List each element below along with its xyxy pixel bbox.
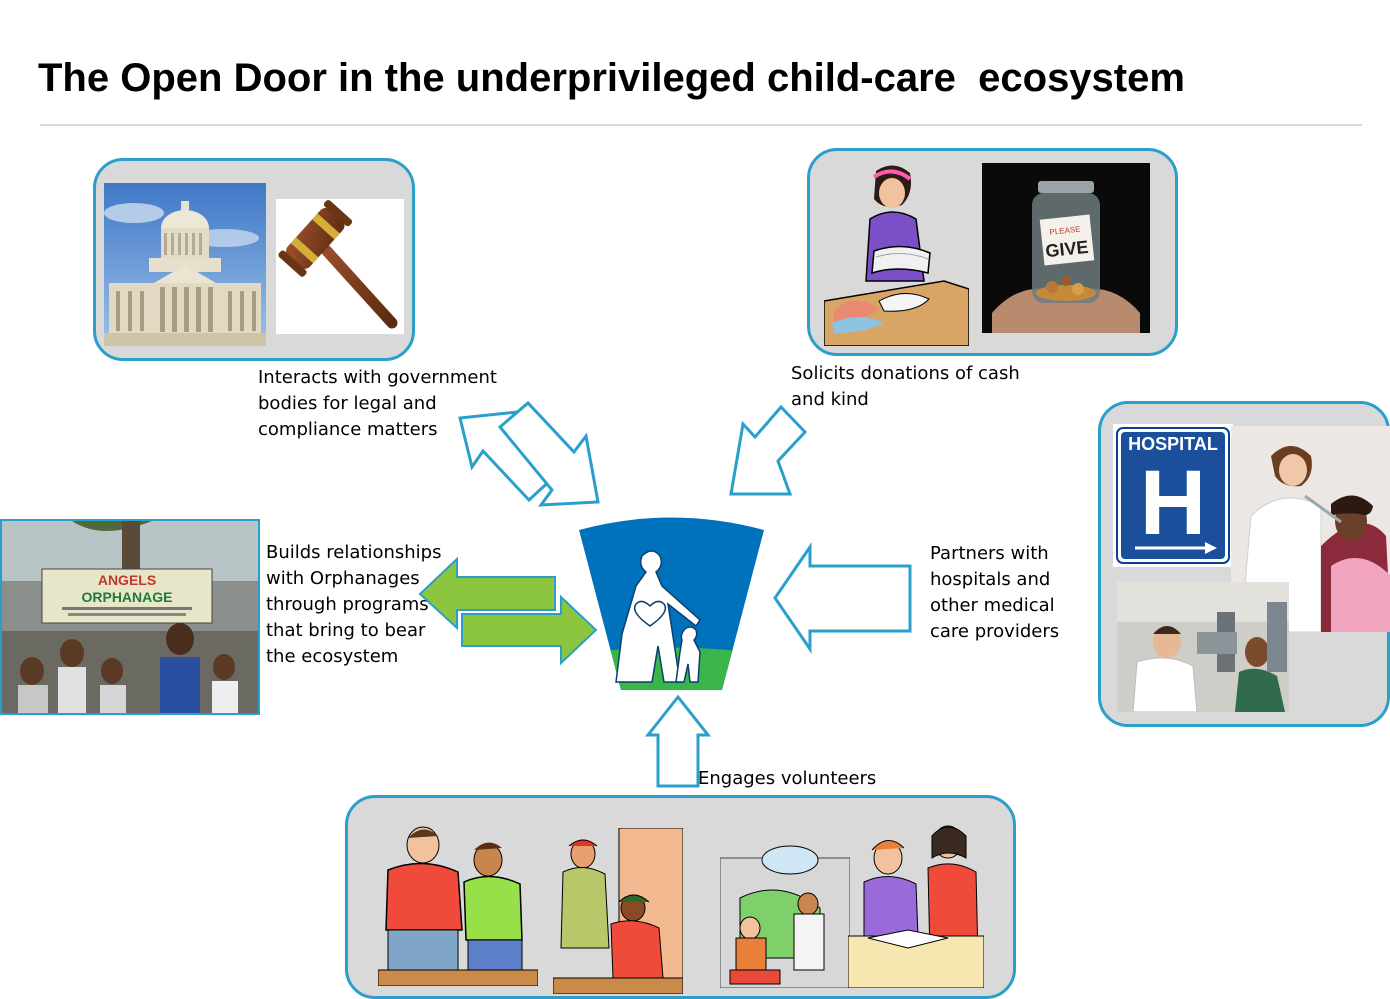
capitol-building-image xyxy=(104,183,266,346)
give-jar-image: PLEASE GIVE xyxy=(982,163,1150,333)
hospital-letter: H xyxy=(1140,452,1206,554)
give-jar-main-text: GIVE xyxy=(1045,237,1090,261)
hospital-sign-text: HOSPITAL xyxy=(1128,434,1218,454)
open-door-logo xyxy=(579,517,764,690)
arrow-from-hospitals xyxy=(773,542,912,654)
donations-panel: PLEASE GIVE xyxy=(807,148,1178,356)
orphanage-sign-line-2: ORPHANAGE xyxy=(81,589,172,605)
arrow-from-donations xyxy=(729,404,808,496)
arrow-from-volunteers xyxy=(644,694,712,788)
arrow-to-orphanages xyxy=(418,556,556,631)
orphanages-caption: Builds relationships with Orphanages thr… xyxy=(266,542,442,667)
eye-doctor-image xyxy=(1117,582,1289,712)
volunteers-caption: Engages volunteers xyxy=(698,768,877,789)
hospitals-caption: Partners with hospitals and other medica… xyxy=(930,543,1060,642)
clothes-donation-clipart xyxy=(824,161,969,346)
gavel-image xyxy=(276,199,404,334)
title-divider xyxy=(40,124,1362,126)
hospital-sign-image: HOSPITAL H xyxy=(1113,424,1233,567)
orphanage-sign-line-1: ANGELS xyxy=(98,572,156,588)
arrow-from-government xyxy=(497,400,600,507)
orphanage-image: ANGELS ORPHANAGE xyxy=(0,519,260,715)
give-jar-top-text: PLEASE xyxy=(1049,225,1081,237)
volunteers-building-clipart xyxy=(553,828,683,994)
volunteers-study-clipart xyxy=(848,818,984,988)
volunteers-talking-clipart xyxy=(378,820,538,986)
page-title: The Open Door in the underprivileged chi… xyxy=(38,56,1185,100)
volunteers-panel xyxy=(345,795,1016,999)
government-caption: Interacts with government bodies for leg… xyxy=(258,367,497,440)
hospitals-panel: HOSPITAL H xyxy=(1098,401,1390,727)
arrow-from-orphanages xyxy=(461,594,598,666)
dentist-image xyxy=(1231,426,1390,632)
volunteers-painting-clipart xyxy=(720,838,850,988)
government-panel xyxy=(93,158,415,361)
donations-caption: Solicits donations of cash and kind xyxy=(791,363,1020,410)
